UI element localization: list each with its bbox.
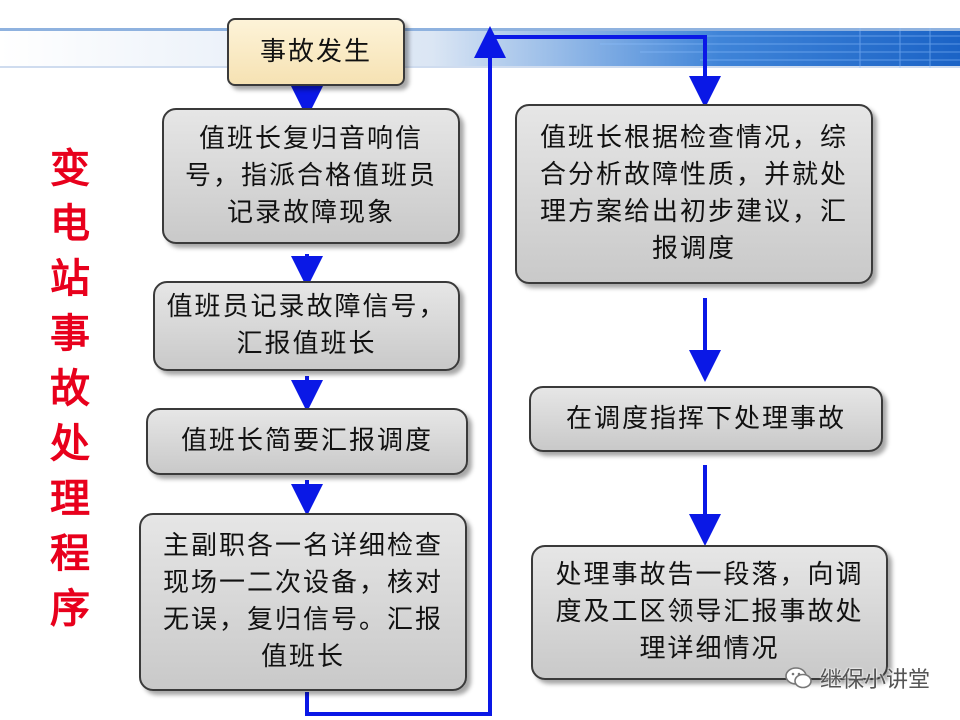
wechat-icon [785,667,812,689]
node-start-label: 事故发生 [259,36,372,67]
node-left-1-label: 值班长复归音响信号，指派合格值班员记录故障现象 [184,123,437,228]
node-left-4: 主副职各一名详细检查现场一二次设备，核对无误，复归信号。汇报值班长 [139,513,467,691]
node-left-2: 值班员记录故障信号，汇报值班长 [153,281,460,371]
node-right-1-label: 值班长根据检查情况，综合分析故障性质，并就处理方案给出初步建议，汇报调度 [539,123,848,264]
node-right-2: 在调度指挥下处理事故 [529,386,883,452]
node-right-3: 处理事故告一段落，向调度及工区领导汇报事故处理详细情况 [531,545,888,680]
node-right-2-label: 在调度指挥下处理事故 [565,403,846,434]
node-right-1: 值班长根据检查情况，综合分析故障性质，并就处理方案给出初步建议，汇报调度 [515,104,873,284]
node-right-3-label: 处理事故告一段落，向调度及工区领导汇报事故处理详细情况 [555,560,864,664]
node-left-4-label: 主副职各一名详细检查现场一二次设备，核对无误，复归信号。汇报值班长 [162,531,443,672]
node-left-3: 值班长简要汇报调度 [146,408,468,475]
watermark-text: 继保小讲堂 [820,668,931,693]
watermark: 继保小讲堂 [784,660,930,696]
node-left-2-label: 值班员记录故障信号，汇报值班长 [166,292,447,359]
diagram-side-title: 变电站事故处理程序 [50,146,90,632]
node-start: 事故发生 [227,18,405,86]
node-left-3-label: 值班长简要汇报调度 [180,426,433,456]
node-left-1: 值班长复归音响信号，指派合格值班员记录故障现象 [162,108,460,244]
header-banner [0,28,960,68]
